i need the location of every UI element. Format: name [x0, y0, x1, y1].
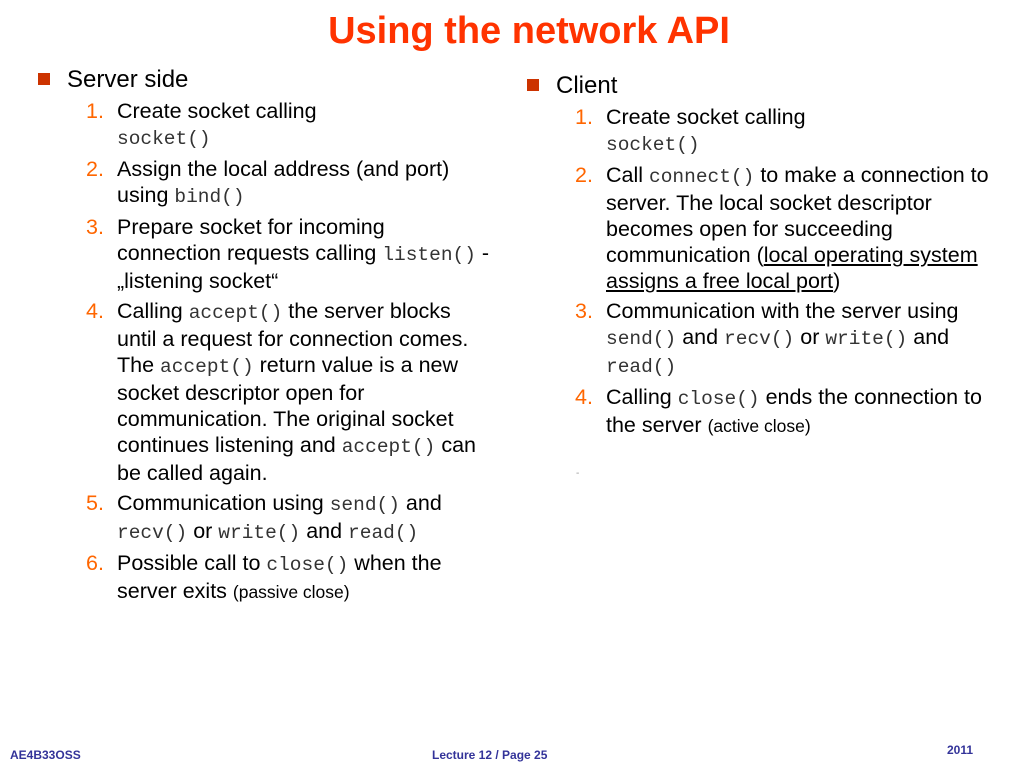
list-item: 4. Calling close() ends the connection t… [527, 384, 993, 439]
client-heading-label: Client [556, 72, 618, 99]
code-connect: connect() [649, 166, 755, 188]
underlined-note: local operating system assigns a free lo… [606, 243, 978, 293]
code-recv: recv() [117, 522, 188, 544]
step-text: and [907, 325, 950, 349]
code-bind: bind() [174, 186, 245, 208]
step-note: (active close) [707, 416, 811, 436]
code-accept: accept() [341, 436, 436, 458]
step-text: Prepare socket for incoming connection r… [117, 215, 385, 265]
client-column: Client 1. Create socket calling socket()… [527, 72, 993, 443]
code-accept: accept() [188, 302, 283, 324]
step-note: (passive close) [232, 582, 350, 602]
list-item: 2. Assign the local address (and port) u… [38, 156, 490, 210]
square-bullet-icon [527, 79, 539, 91]
step-text: and [399, 491, 442, 515]
code-read: read() [348, 522, 419, 544]
step-text: Create socket calling [606, 105, 806, 129]
code-close: close() [677, 388, 760, 410]
step-number: 5. [86, 491, 104, 515]
footer-course-code: AE4B33OSS [10, 748, 81, 762]
server-heading-label: Server side [67, 66, 189, 93]
code-recv: recv() [724, 328, 795, 350]
list-item: 5. Communication using send() and recv()… [38, 490, 490, 546]
server-heading: Server side [38, 66, 490, 94]
server-column: Server side 1. Create socket calling soc… [38, 66, 490, 609]
code-write: write() [218, 522, 301, 544]
step-number: 1. [575, 105, 593, 129]
slide-title: Using the network API [328, 10, 730, 52]
step-text: to make a connection to server. The loca… [606, 163, 989, 267]
stray-mark: - [576, 468, 580, 479]
step-text: Create socket calling [117, 99, 317, 123]
step-text: or [794, 325, 826, 349]
step-number: 3. [575, 299, 593, 323]
step-text: Possible call to [117, 551, 267, 575]
code-socket: socket() [117, 128, 211, 150]
step-text: when the server exits [117, 551, 442, 603]
step-text: and [300, 519, 349, 543]
step-text: Call [606, 163, 650, 187]
step-text: the server blocks until a request for co… [117, 299, 469, 377]
list-item: 2. Call connect() to make a connection t… [527, 162, 993, 294]
step-text: Assign the local address (and port) usin… [117, 157, 450, 207]
code-socket: socket() [606, 134, 700, 156]
step-text: Calling [117, 299, 189, 323]
step-text: ends the connection to the server [606, 385, 982, 437]
code-read: read() [606, 356, 677, 378]
footer-year: 2011 [947, 743, 974, 757]
footer-page-number: Lecture 12 / Page 25 [432, 748, 548, 762]
server-steps-list: 1. Create socket calling socket() 2. Ass… [38, 98, 490, 605]
list-item: 3. Communication with the server using s… [527, 298, 993, 380]
step-text: and [676, 325, 725, 349]
code-listen: listen() [382, 244, 476, 266]
step-number: 4. [86, 299, 104, 323]
code-send: send() [606, 328, 677, 350]
step-text: Calling [606, 385, 678, 409]
client-heading: Client [527, 72, 993, 100]
list-item: 1. Create socket calling socket() [38, 98, 490, 152]
step-text: return value is a new socket descriptor … [117, 353, 459, 457]
step-number: 3. [86, 215, 104, 239]
step-number: 2. [575, 163, 593, 187]
step-text: - „listening socket“ [117, 241, 490, 293]
step-number: 4. [575, 385, 593, 409]
code-send: send() [329, 494, 400, 516]
code-accept: accept() [160, 356, 254, 378]
code-close: close() [266, 554, 349, 576]
list-item: 1. Create socket calling socket() [527, 104, 993, 158]
list-item: 4. Calling accept() the server blocks un… [38, 298, 490, 486]
square-bullet-icon [38, 73, 50, 85]
client-steps-list: 1. Create socket calling socket() 2. Cal… [527, 104, 993, 439]
step-number: 1. [86, 99, 104, 123]
step-number: 6. [86, 551, 104, 575]
step-text: ) [833, 269, 841, 293]
code-write: write() [825, 328, 908, 350]
step-text: can be called again. [117, 433, 476, 485]
list-item: 3. Prepare socket for incoming connectio… [38, 214, 490, 294]
list-item: 6. Possible call to close() when the ser… [38, 550, 490, 605]
step-number: 2. [86, 157, 104, 181]
step-text: or [187, 519, 219, 543]
step-text: Communication using [117, 491, 330, 515]
step-text: Communication with the server using [606, 299, 959, 323]
